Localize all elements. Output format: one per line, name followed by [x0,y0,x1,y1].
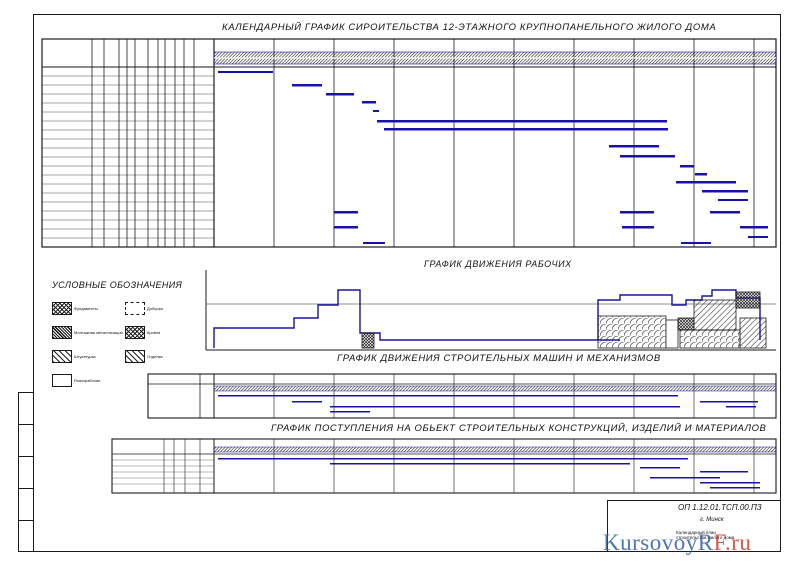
diagonal-swatch [52,350,72,363]
legend-item-decoration: Отделка [125,350,163,363]
crosshatch-swatch [52,302,72,315]
materials-chart-title: ГРАФИК ПОСТУПЛЕНИЯ НА ОБЬЕКТ СТРОИТЕЛЬНЫ… [271,423,767,434]
site-watermark: KursovoyRF.ru [603,530,751,556]
legend-item-roofing: Кровля [125,326,160,339]
watermark-main: KursovoyR [603,530,714,555]
drawing-topic: Календарный план строительства жилого до… [676,530,735,540]
legend-label: Монтажная металлизация [74,330,123,335]
machines-chart-title: ГРАФИК ДВИЖЕНИЯ СТРОИТЕЛЬНЫХ МАШИН И МЕХ… [337,353,661,364]
materials-table [111,438,777,494]
legend-item-finishing: Доборка [125,302,163,315]
legend-item-mounting: Монтажная металлизация [52,326,123,339]
legend-label: Отделка [147,354,163,359]
legend-item-foundations: Фундаменты [52,302,98,315]
diagonal-swatch [125,350,145,363]
binding-strip [18,392,34,552]
legend-title: УСЛОВНЫЕ ОБОЗНАЧЕНИЯ [52,280,183,290]
dashed-swatch [125,302,145,315]
workers-chart-title: ГРАФИК ДВИЖЕНИЯ РАБОЧИХ [424,259,572,269]
legend-label: Штукатурка [74,354,96,359]
calendar-chart-title: КАЛЕНДАРНЫЙ ГРАФИК СИРОИТЕЛЬСТВА 12-ЭТАЖ… [222,22,717,33]
blank-swatch [52,374,72,387]
machines-table [147,373,777,419]
crosshatch-swatch [125,326,145,339]
gantt-bars [218,71,768,244]
calendar-table [41,38,777,248]
legend-label: Фундаменты [74,306,98,311]
workers-histogram [205,270,776,351]
city-label: г. Минск [700,517,724,523]
dense-hatch-swatch [52,326,72,339]
legend-item-plaster: Штукатурка [52,350,96,363]
drawing-frame [33,14,781,552]
legend-label: Доборка [147,306,163,311]
legend-label: Разнорабочие [74,378,101,383]
legend-item-laborers: Разнорабочие [52,374,100,387]
watermark-accent: F.ru [713,530,752,555]
title-block: ОП 1.12.01.ТСП.00.ПЗ г. Минск Календарны… [607,500,781,552]
document-code: ОП 1.12.01.ТСП.00.ПЗ [678,503,762,512]
legend-label: Кровля [147,330,161,335]
